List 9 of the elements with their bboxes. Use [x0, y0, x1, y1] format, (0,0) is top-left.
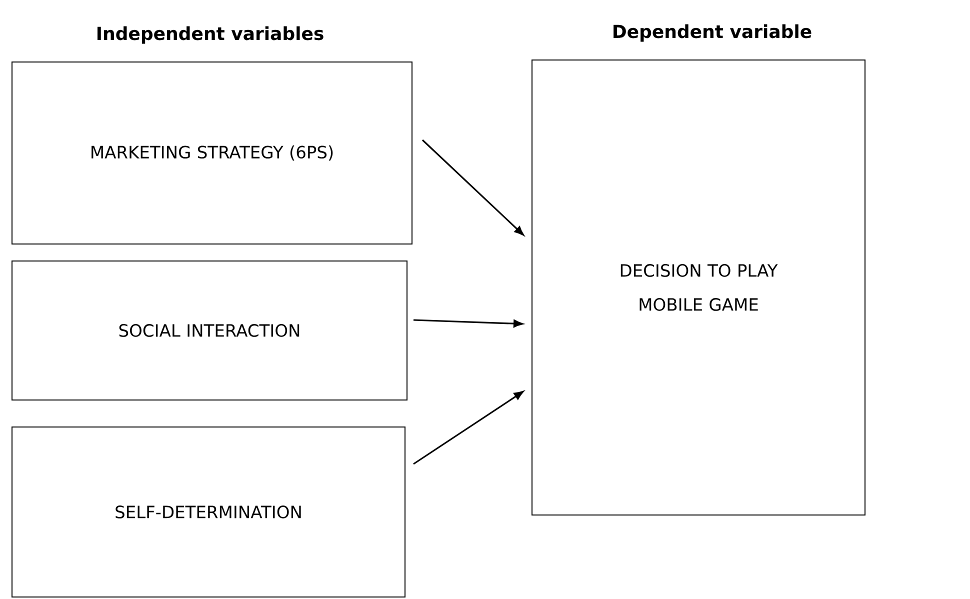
arrow [413, 319, 523, 328]
column-heading: Independent variables [97, 26, 324, 44]
column-heading: Dependent variable [614, 24, 812, 42]
variable-box: DECISION TO PLAY MOBILE GAME [532, 60, 866, 516]
arrow [422, 139, 524, 236]
variable-box: MARKETING STRATEGY (6PS) [12, 62, 412, 244]
variable-box: SELF-DETERMINATION [12, 426, 406, 598]
arrow [413, 391, 524, 465]
variable-box: SOCIAL INTERACTION [12, 260, 408, 400]
